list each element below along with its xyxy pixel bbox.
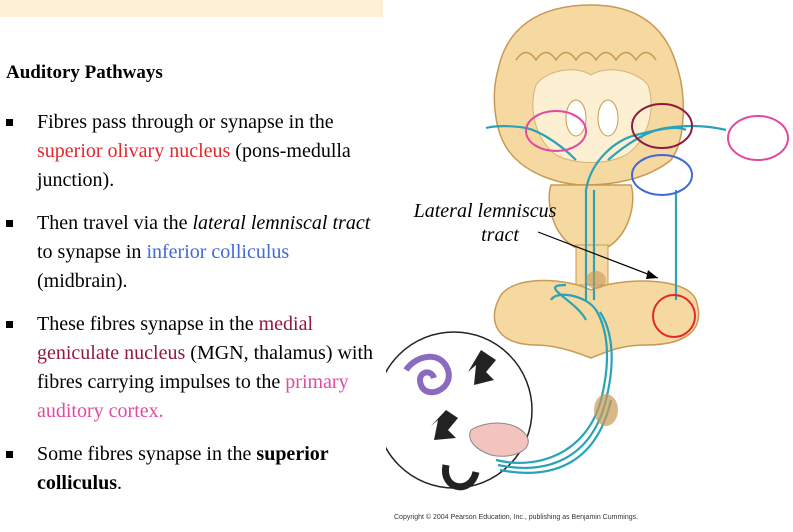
figure-label-line: tract xyxy=(481,224,519,246)
medulla-section xyxy=(493,279,700,359)
bold-superior-colliculus: superior colliculus xyxy=(37,443,329,494)
ventricle-right xyxy=(597,99,619,137)
ear-section xyxy=(386,331,533,489)
bullet-text: Some fibres synapse in the xyxy=(37,443,257,465)
slide-header-bar xyxy=(0,0,383,17)
highlight-inferior-colliculus: inferior colliculus xyxy=(146,241,290,263)
bullet-item: These fibres synapse in the medial genic… xyxy=(0,310,375,426)
arrow-down-left-icon xyxy=(431,410,458,440)
bullet-item: Then travel via the lateral lemniscal tr… xyxy=(0,209,375,296)
bullet-marker xyxy=(6,451,13,458)
gyri-outline xyxy=(515,51,657,62)
circle-auditory-cortex-left xyxy=(525,110,587,152)
circle-inferior-colliculus xyxy=(631,154,693,196)
inner-ear-detail xyxy=(469,422,529,457)
highlight-mgn: medial geniculate nucleus xyxy=(37,313,314,364)
circle-superior-olivary xyxy=(652,294,696,338)
highlight-auditory-cortex: primary auditory cortex. xyxy=(37,371,349,422)
ventricle-left xyxy=(565,99,587,137)
curved-arrow-icon xyxy=(442,464,480,491)
cochlea xyxy=(403,353,452,396)
pointer-arrowhead xyxy=(646,270,658,279)
italic-lateral-lemniscal: lateral lemniscal tract xyxy=(192,212,371,234)
bullet-text: These fibres synapse in the xyxy=(37,313,259,335)
arrow-down-icon xyxy=(468,350,496,385)
circle-auditory-cortex-right xyxy=(727,115,789,161)
bullet-text: (pons-medulla junction). xyxy=(37,140,351,191)
nucleus-mark-2 xyxy=(594,394,618,426)
bullet-text: (MGN, thalamus) with fibres carrying imp… xyxy=(37,342,374,393)
figure-label-lateral-lemniscus: Lateral lemniscus tract xyxy=(400,199,570,247)
bullet-text: Then travel via the xyxy=(37,212,193,234)
figure-label-line: Lateral lemniscus xyxy=(413,200,557,222)
bullet-item: Fibres pass through or synapse in the su… xyxy=(0,108,375,195)
bullet-text: (midbrain). xyxy=(37,270,128,292)
nucleus-mark-1 xyxy=(586,271,606,289)
bullet-text: Fibres pass through or synapse in the xyxy=(37,111,334,133)
bullet-text: to synapse in xyxy=(37,241,147,263)
bullet-item: Some fibres synapse in the superior coll… xyxy=(0,440,375,498)
bullet-list: Fibres pass through or synapse in the su… xyxy=(0,108,375,512)
bullet-marker xyxy=(6,321,13,328)
label-pointer xyxy=(537,231,659,279)
auditory-pathway-figure xyxy=(386,4,789,491)
bullet-marker xyxy=(6,119,13,126)
slide-title: Auditory Pathways xyxy=(6,62,163,83)
circle-mgn xyxy=(631,103,693,149)
highlight-superior-olivary: superior olivary nucleus xyxy=(37,140,231,162)
brain-inner-white-matter xyxy=(532,69,652,163)
bullet-marker xyxy=(6,220,13,227)
bullet-text: . xyxy=(117,472,123,494)
copyright-notice: Copyright © 2004 Pearson Education, Inc.… xyxy=(394,514,639,521)
